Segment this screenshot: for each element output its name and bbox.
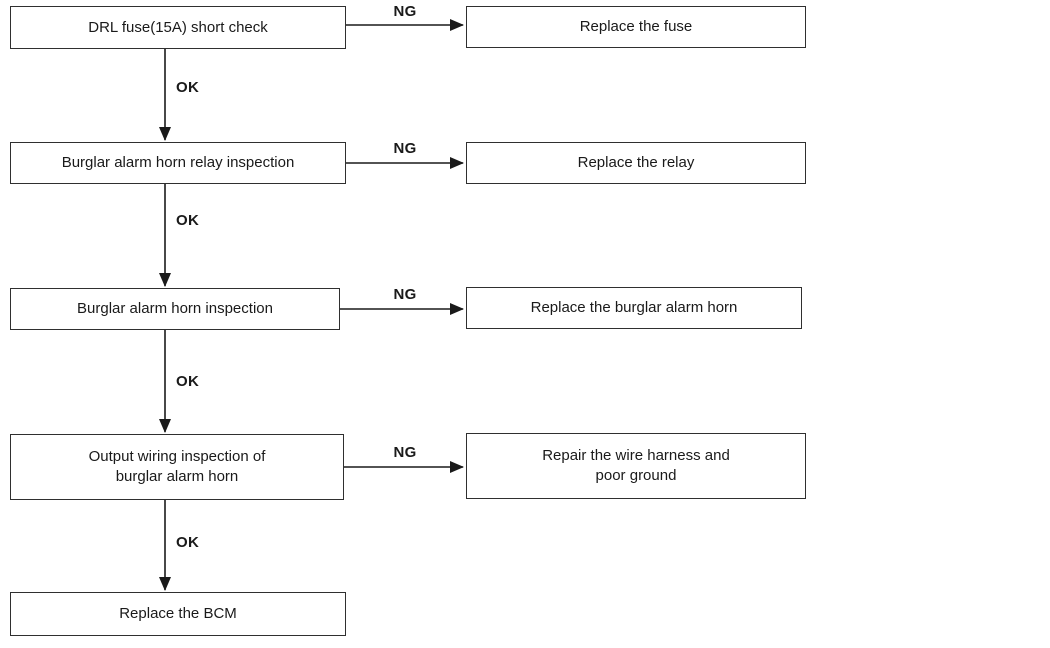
ok-label-1: OK — [176, 79, 200, 96]
step-box-output-wiring-inspection: Output wiring inspection of burglar alar… — [10, 434, 344, 500]
ng-label-4: NG — [393, 444, 417, 461]
result-box-replace-horn: Replace the burglar alarm horn — [466, 287, 802, 329]
ng-label-1: NG — [393, 3, 417, 20]
ok-label-4: OK — [176, 534, 200, 551]
ok-label-2: OK — [176, 212, 200, 229]
result-box-replace-fuse: Replace the fuse — [466, 6, 806, 48]
step-box-fuse-short-check: DRL fuse(15A) short check — [10, 6, 346, 49]
ng-label-2: NG — [393, 140, 417, 157]
step-box-horn-relay-inspection: Burglar alarm horn relay inspection — [10, 142, 346, 184]
step-box-horn-inspection: Burglar alarm horn inspection — [10, 288, 340, 330]
result-box-replace-relay: Replace the relay — [466, 142, 806, 184]
ok-label-3: OK — [176, 373, 200, 390]
result-box-repair-harness: Repair the wire harness and poor ground — [466, 433, 806, 499]
step-box-replace-bcm: Replace the BCM — [10, 592, 346, 636]
ng-label-3: NG — [393, 286, 417, 303]
